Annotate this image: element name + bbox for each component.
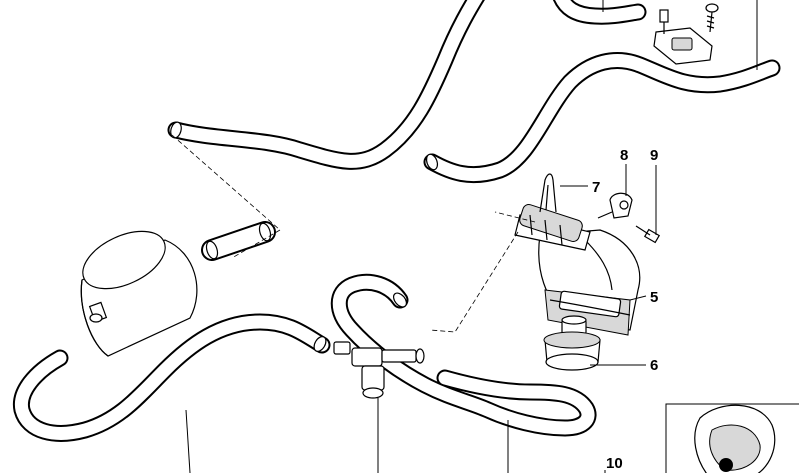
bolt xyxy=(635,225,661,244)
callout-7: 7 xyxy=(592,179,600,196)
callout-6: 6 xyxy=(650,357,658,374)
callout-9: 9 xyxy=(650,147,658,164)
tee-connector xyxy=(333,341,425,399)
fuel-filter xyxy=(80,230,198,357)
screw xyxy=(705,3,719,33)
upper-long-hose xyxy=(167,0,485,170)
top-right-short-hose xyxy=(552,0,647,25)
loop-hose xyxy=(330,273,597,437)
injector-rail xyxy=(519,204,583,246)
short-connector-hose xyxy=(201,221,276,261)
callout-5: 5 xyxy=(650,289,658,306)
inset-detail xyxy=(665,403,799,473)
highlight-dot xyxy=(719,458,733,472)
assembly-dashed-lines xyxy=(171,134,536,333)
retaining-clip xyxy=(539,173,557,213)
callout-labels: 7 8 9 5 6 10 xyxy=(592,147,658,472)
callout-10: 10 xyxy=(606,455,623,472)
fuel-pressure-regulator xyxy=(543,315,601,371)
leader-lines xyxy=(185,0,758,473)
hose-clamp xyxy=(597,192,633,219)
mounting-bracket xyxy=(653,9,713,65)
callout-8: 8 xyxy=(620,147,628,164)
middle-curved-hose xyxy=(423,51,781,184)
regulator-housing xyxy=(514,204,641,336)
lower-left-hose xyxy=(12,313,331,442)
